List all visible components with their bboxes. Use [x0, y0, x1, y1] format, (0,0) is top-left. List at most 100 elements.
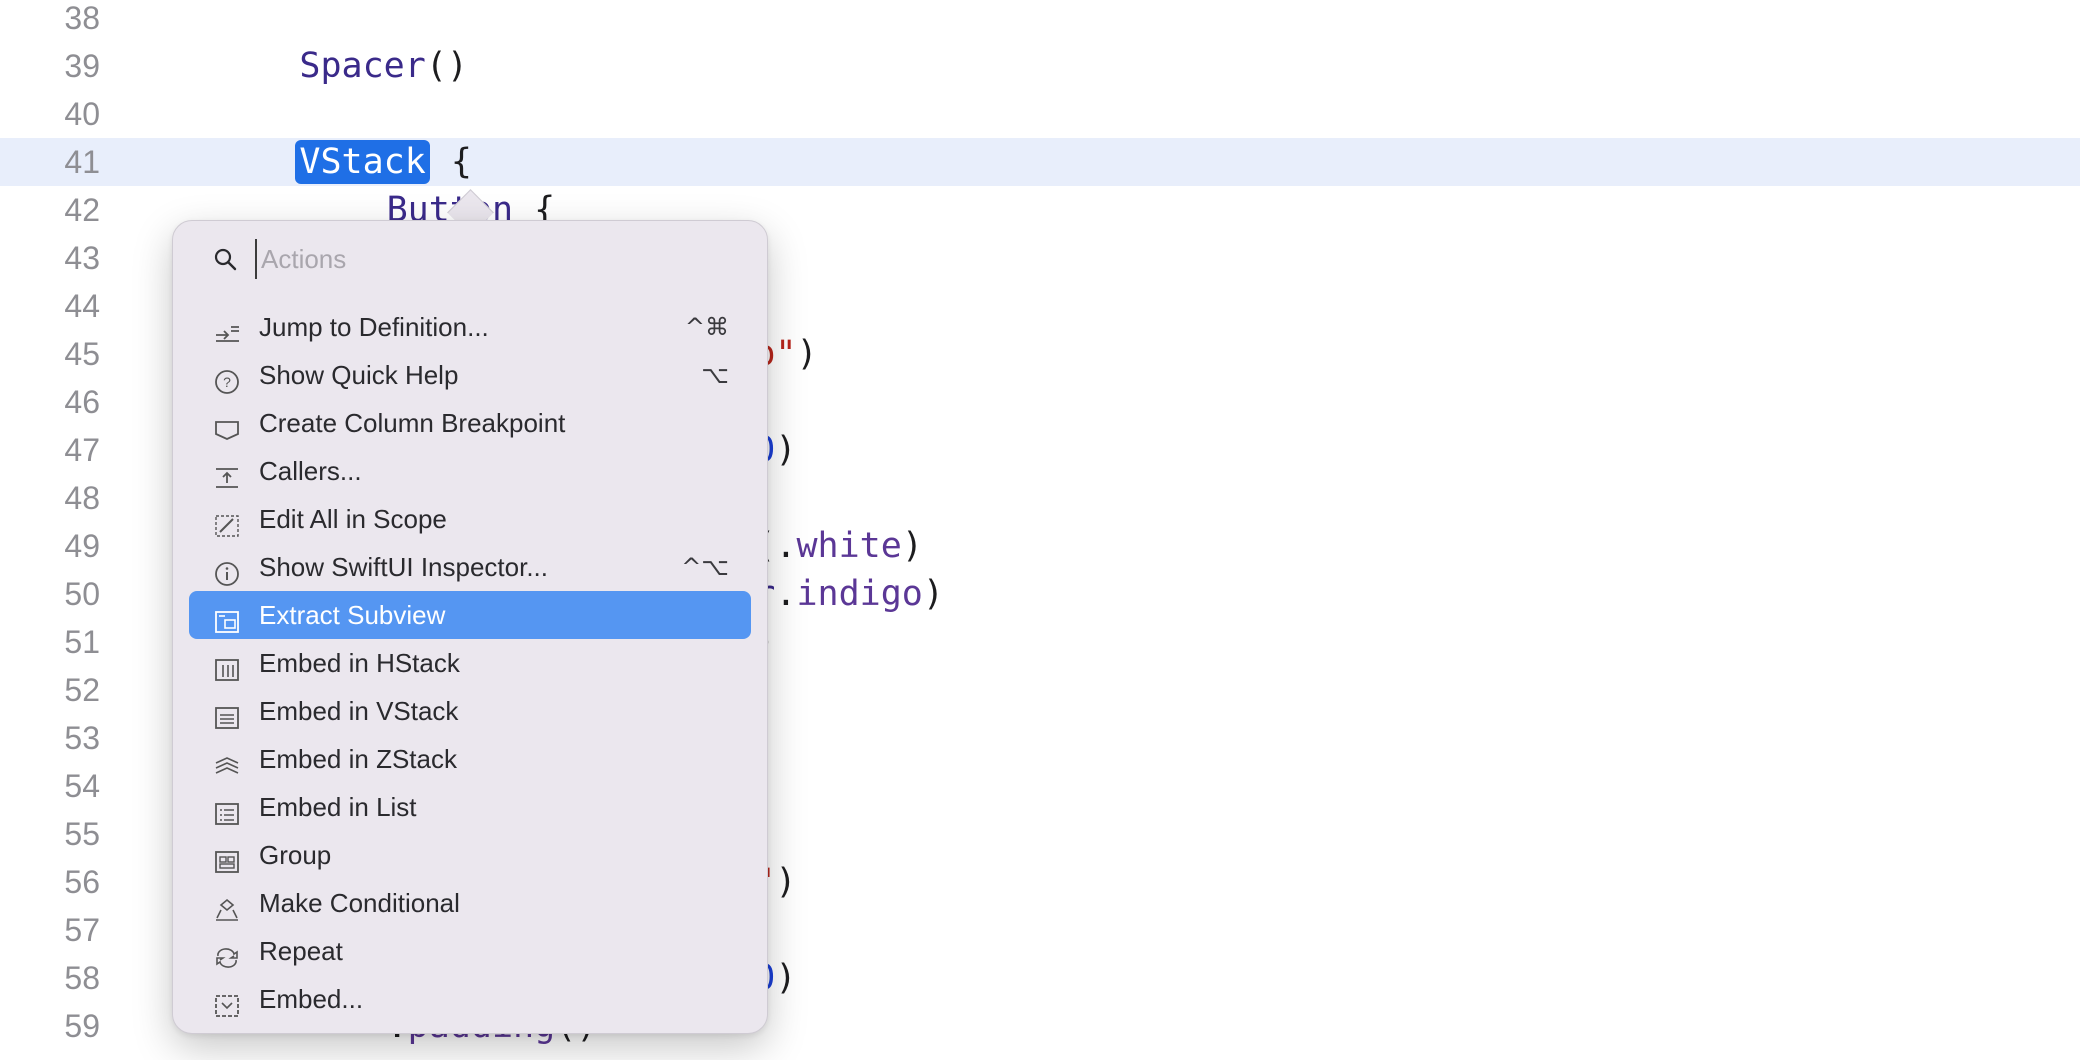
- group-icon: [213, 842, 241, 873]
- menu-item-shortcut: ^⌘: [684, 313, 729, 341]
- info-circle-icon: [213, 554, 241, 586]
- code-token: Spacer: [299, 46, 426, 86]
- repeat-icon: [213, 938, 241, 968]
- line-number: 57: [64, 912, 100, 948]
- callers-icon: [213, 458, 241, 488]
- menu-item-label: Embed in VStack: [259, 696, 459, 726]
- menu-item-extract-subview[interactable]: Extract Subview: [189, 591, 751, 639]
- line-number: 44: [64, 288, 100, 324]
- code-text: VStack {: [295, 138, 472, 186]
- menu-item-shortcut: ^⌥: [681, 553, 729, 581]
- menu-item-label: Embed in ZStack: [259, 744, 457, 774]
- embed-vstack-icon: [213, 698, 241, 729]
- code-text: Spacer(): [299, 42, 468, 90]
- menu-item-label: Extract Subview: [259, 600, 446, 630]
- code-line[interactable]: 54: [0, 762, 2080, 810]
- menu-item-label: Make Conditional: [259, 888, 460, 918]
- line-number: 39: [64, 48, 100, 84]
- menu-item-jump-to-definition[interactable]: Jump to Definition... ^⌘: [189, 303, 751, 351]
- menu-item-show-quick-help[interactable]: ? Show Quick Help ⌥: [189, 351, 751, 399]
- conditional-icon: [213, 890, 241, 921]
- menu-item-callers[interactable]: Callers...: [189, 447, 751, 495]
- menu-item-make-conditional[interactable]: Make Conditional: [189, 879, 751, 927]
- line-number: 50: [64, 576, 100, 612]
- menu-item-label: Show SwiftUI Inspector...: [259, 552, 549, 582]
- code-token: ): [796, 334, 818, 374]
- code-line[interactable]: 52: [0, 666, 2080, 714]
- line-number: 52: [64, 672, 100, 708]
- extract-subview-icon: [213, 602, 241, 633]
- menu-item-embed-in-list[interactable]: Embed in List: [189, 783, 751, 831]
- code-token: indigo: [796, 574, 923, 614]
- line-number: 49: [64, 528, 100, 564]
- menu-item-label: Embed in HStack: [259, 648, 460, 678]
- code-line[interactable]: 55: [0, 810, 2080, 858]
- search-icon: [214, 248, 237, 271]
- menu-item-label: Embed in List: [259, 792, 417, 822]
- code-token: ): [775, 862, 797, 902]
- line-number: 47: [64, 432, 100, 468]
- menu-item-embed-in-zstack[interactable]: Embed in ZStack: [189, 735, 751, 783]
- line-number: 46: [64, 384, 100, 420]
- menu-item-create-column-breakpoint[interactable]: Create Column Breakpoint: [189, 399, 751, 447]
- actions-search-row: [173, 239, 767, 279]
- line-number: 42: [64, 192, 100, 228]
- menu-item-group[interactable]: Group: [189, 831, 751, 879]
- code-token: {: [429, 142, 472, 182]
- menu-item-label: Create Column Breakpoint: [259, 408, 566, 438]
- embed-icon: [213, 986, 241, 1017]
- line-number: 58: [64, 960, 100, 996]
- line-number: 51: [64, 624, 100, 660]
- code-token: (): [425, 46, 468, 86]
- jump-definition-icon: [213, 314, 241, 342]
- code-token: ): [775, 430, 797, 470]
- line-number: 40: [64, 96, 100, 132]
- embed-list-icon: [213, 794, 241, 825]
- menu-item-embed[interactable]: Embed...: [189, 975, 751, 1023]
- menu-item-label: Edit All in Scope: [259, 504, 447, 534]
- menu-item-label: Group: [259, 840, 332, 870]
- code-line[interactable]: 46: [0, 378, 2080, 426]
- code-line[interactable]: 40: [0, 90, 2080, 138]
- code-line[interactable]: 48: [0, 474, 2080, 522]
- menu-item-embed-in-vstack[interactable]: Embed in VStack: [189, 687, 751, 735]
- line-number: 56: [64, 864, 100, 900]
- code-token: ): [775, 958, 797, 998]
- line-number: 45: [64, 336, 100, 372]
- line-number: 48: [64, 480, 100, 516]
- code-token: ): [922, 574, 944, 614]
- selected-token[interactable]: VStack: [295, 140, 430, 184]
- actions-search-input[interactable]: [255, 239, 731, 279]
- line-number: 41: [64, 144, 100, 180]
- code-line[interactable]: 43: [0, 234, 2080, 282]
- line-number: 55: [64, 816, 100, 852]
- line-number: 43: [64, 240, 100, 276]
- line-number: 54: [64, 768, 100, 804]
- code-line[interactable]: 53: [0, 714, 2080, 762]
- menu-item-edit-all-in-scope[interactable]: Edit All in Scope: [189, 495, 751, 543]
- embed-zstack-icon: [213, 746, 241, 774]
- svg-text:?: ?: [223, 374, 231, 390]
- menu-item-show-swiftui-inspector[interactable]: Show SwiftUI Inspector... ^⌥: [189, 543, 751, 591]
- actions-popover: Jump to Definition... ^⌘? Show Quick Help ⌥…: [172, 220, 768, 1034]
- code-line[interactable]: 38: [0, 0, 2080, 42]
- menu-item-shortcut: ⌥: [701, 361, 729, 389]
- embed-hstack-icon: [213, 650, 241, 681]
- line-number: 53: [64, 720, 100, 756]
- code-line[interactable]: 39 Spacer(): [0, 42, 2080, 90]
- breakpoint-icon: [213, 410, 241, 440]
- menu-item-label: Repeat: [259, 936, 343, 966]
- code-line[interactable]: 57: [0, 906, 2080, 954]
- code-token: white: [796, 526, 902, 566]
- code-line[interactable]: 44: [0, 282, 2080, 330]
- menu-item-label: Callers...: [259, 456, 362, 486]
- actions-menu: Jump to Definition... ^⌘? Show Quick Help ⌥…: [189, 303, 751, 1023]
- edit-scope-icon: [213, 506, 241, 537]
- menu-item-label: Jump to Definition...: [259, 312, 489, 342]
- menu-item-label: Show Quick Help: [259, 360, 459, 390]
- code-token: ): [901, 526, 923, 566]
- line-number: 59: [64, 1008, 100, 1044]
- code-line-current[interactable]: 41 VStack {: [0, 138, 2080, 186]
- menu-item-repeat[interactable]: Repeat: [189, 927, 751, 975]
- menu-item-embed-in-hstack[interactable]: Embed in HStack: [189, 639, 751, 687]
